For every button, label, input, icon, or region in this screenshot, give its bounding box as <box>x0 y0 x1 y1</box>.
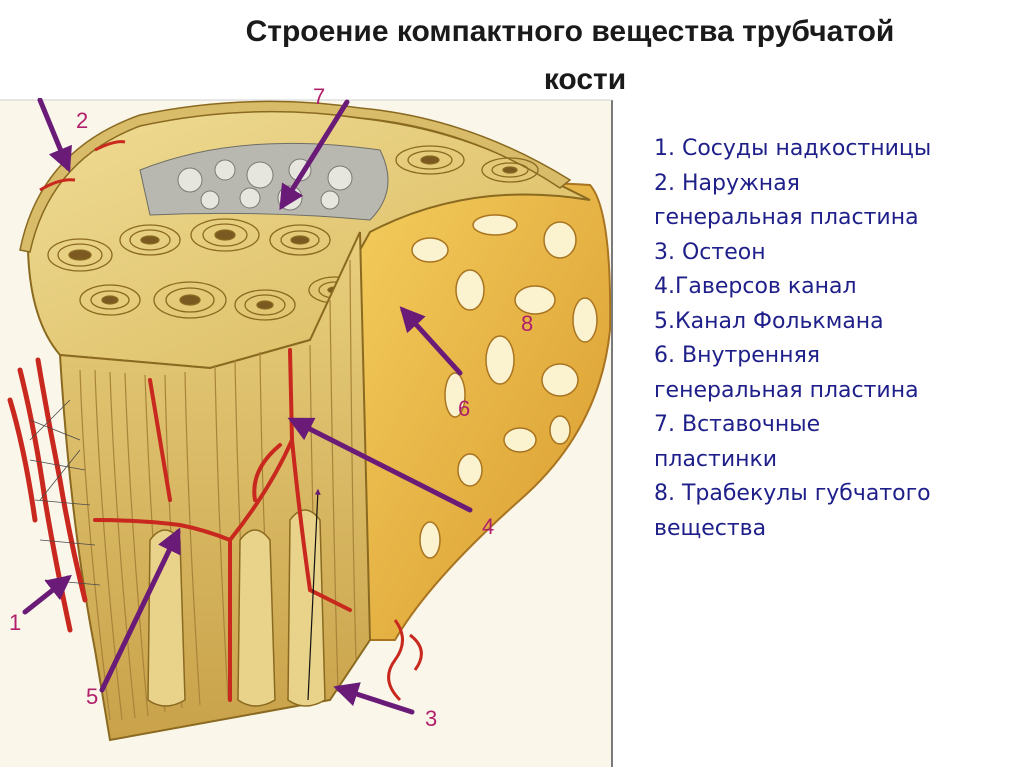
legend-line: генеральная пластина <box>654 201 1014 236</box>
legend-line: 3. Остеон <box>654 236 1014 271</box>
legend-line: генеральная пластина <box>654 374 1014 409</box>
label-6: 6 <box>458 396 470 422</box>
title-line-1: Строение компактного вещества трубчатой <box>150 8 990 56</box>
label-4: 4 <box>482 514 494 540</box>
legend: 1. Сосуды надкостницы 2. Наружная генера… <box>654 132 1014 546</box>
label-7: 7 <box>313 84 325 110</box>
bone-illustration <box>0 98 618 767</box>
legend-line: 2. Наружная <box>654 167 1014 202</box>
legend-line: вещества <box>654 512 1014 547</box>
legend-line: 6. Внутренняя <box>654 339 1014 374</box>
slide-title: Строение компактного вещества трубчатой … <box>150 8 990 104</box>
title-line-2: кости <box>150 56 990 104</box>
label-5: 5 <box>86 684 98 710</box>
label-2: 2 <box>76 108 88 134</box>
label-3: 3 <box>425 706 437 732</box>
label-8: 8 <box>521 311 533 337</box>
legend-line: 7. Вставочные <box>654 408 1014 443</box>
label-1: 1 <box>9 610 21 636</box>
legend-line: 8. Трабекулы губчатого <box>654 477 1014 512</box>
legend-line: 5.Канал Фолькмана <box>654 305 1014 340</box>
legend-line: пластинки <box>654 443 1014 478</box>
legend-line: 4.Гаверсов канал <box>654 270 1014 305</box>
legend-line: 1. Сосуды надкостницы <box>654 132 1014 167</box>
